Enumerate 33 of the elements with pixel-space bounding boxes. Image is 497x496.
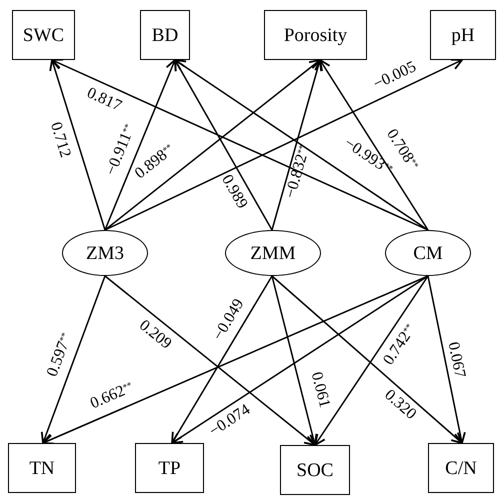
arrow [174, 59, 428, 231]
variable-box: Porosity [264, 10, 367, 60]
variable-box: BD [140, 10, 190, 60]
variable-box: TP [135, 443, 204, 493]
arrow [104, 275, 316, 446]
arrow [40, 276, 106, 444]
edge-label: −0.005 [371, 59, 419, 93]
variable-box: SWC [12, 10, 75, 60]
arrow [314, 276, 429, 446]
edge-label: 0.989 [218, 172, 250, 212]
arrow [272, 275, 463, 444]
arrow [104, 58, 463, 231]
arrow [51, 58, 428, 231]
variable-box: C/N [428, 443, 494, 493]
arrow [171, 276, 273, 444]
variable-box: TN [8, 443, 76, 493]
variable-ellipse: ZMM [225, 230, 321, 276]
arrow [427, 276, 466, 444]
edge-label: 0.067 [444, 340, 468, 380]
arrow [104, 59, 177, 230]
edge-label: 0.817 [84, 85, 124, 115]
edge-label: 0.712 [47, 120, 73, 160]
arrow [319, 59, 429, 230]
arrow [104, 59, 321, 231]
arrow [174, 59, 273, 230]
arrow [49, 59, 106, 230]
variable-box: SOC [280, 445, 350, 495]
variable-box: pH [430, 10, 496, 60]
variable-ellipse: ZM3 [62, 230, 148, 276]
variable-ellipse: CM [385, 230, 471, 276]
arrow [171, 275, 428, 444]
edge-label: 0.061 [308, 370, 332, 410]
arrow [42, 275, 428, 444]
